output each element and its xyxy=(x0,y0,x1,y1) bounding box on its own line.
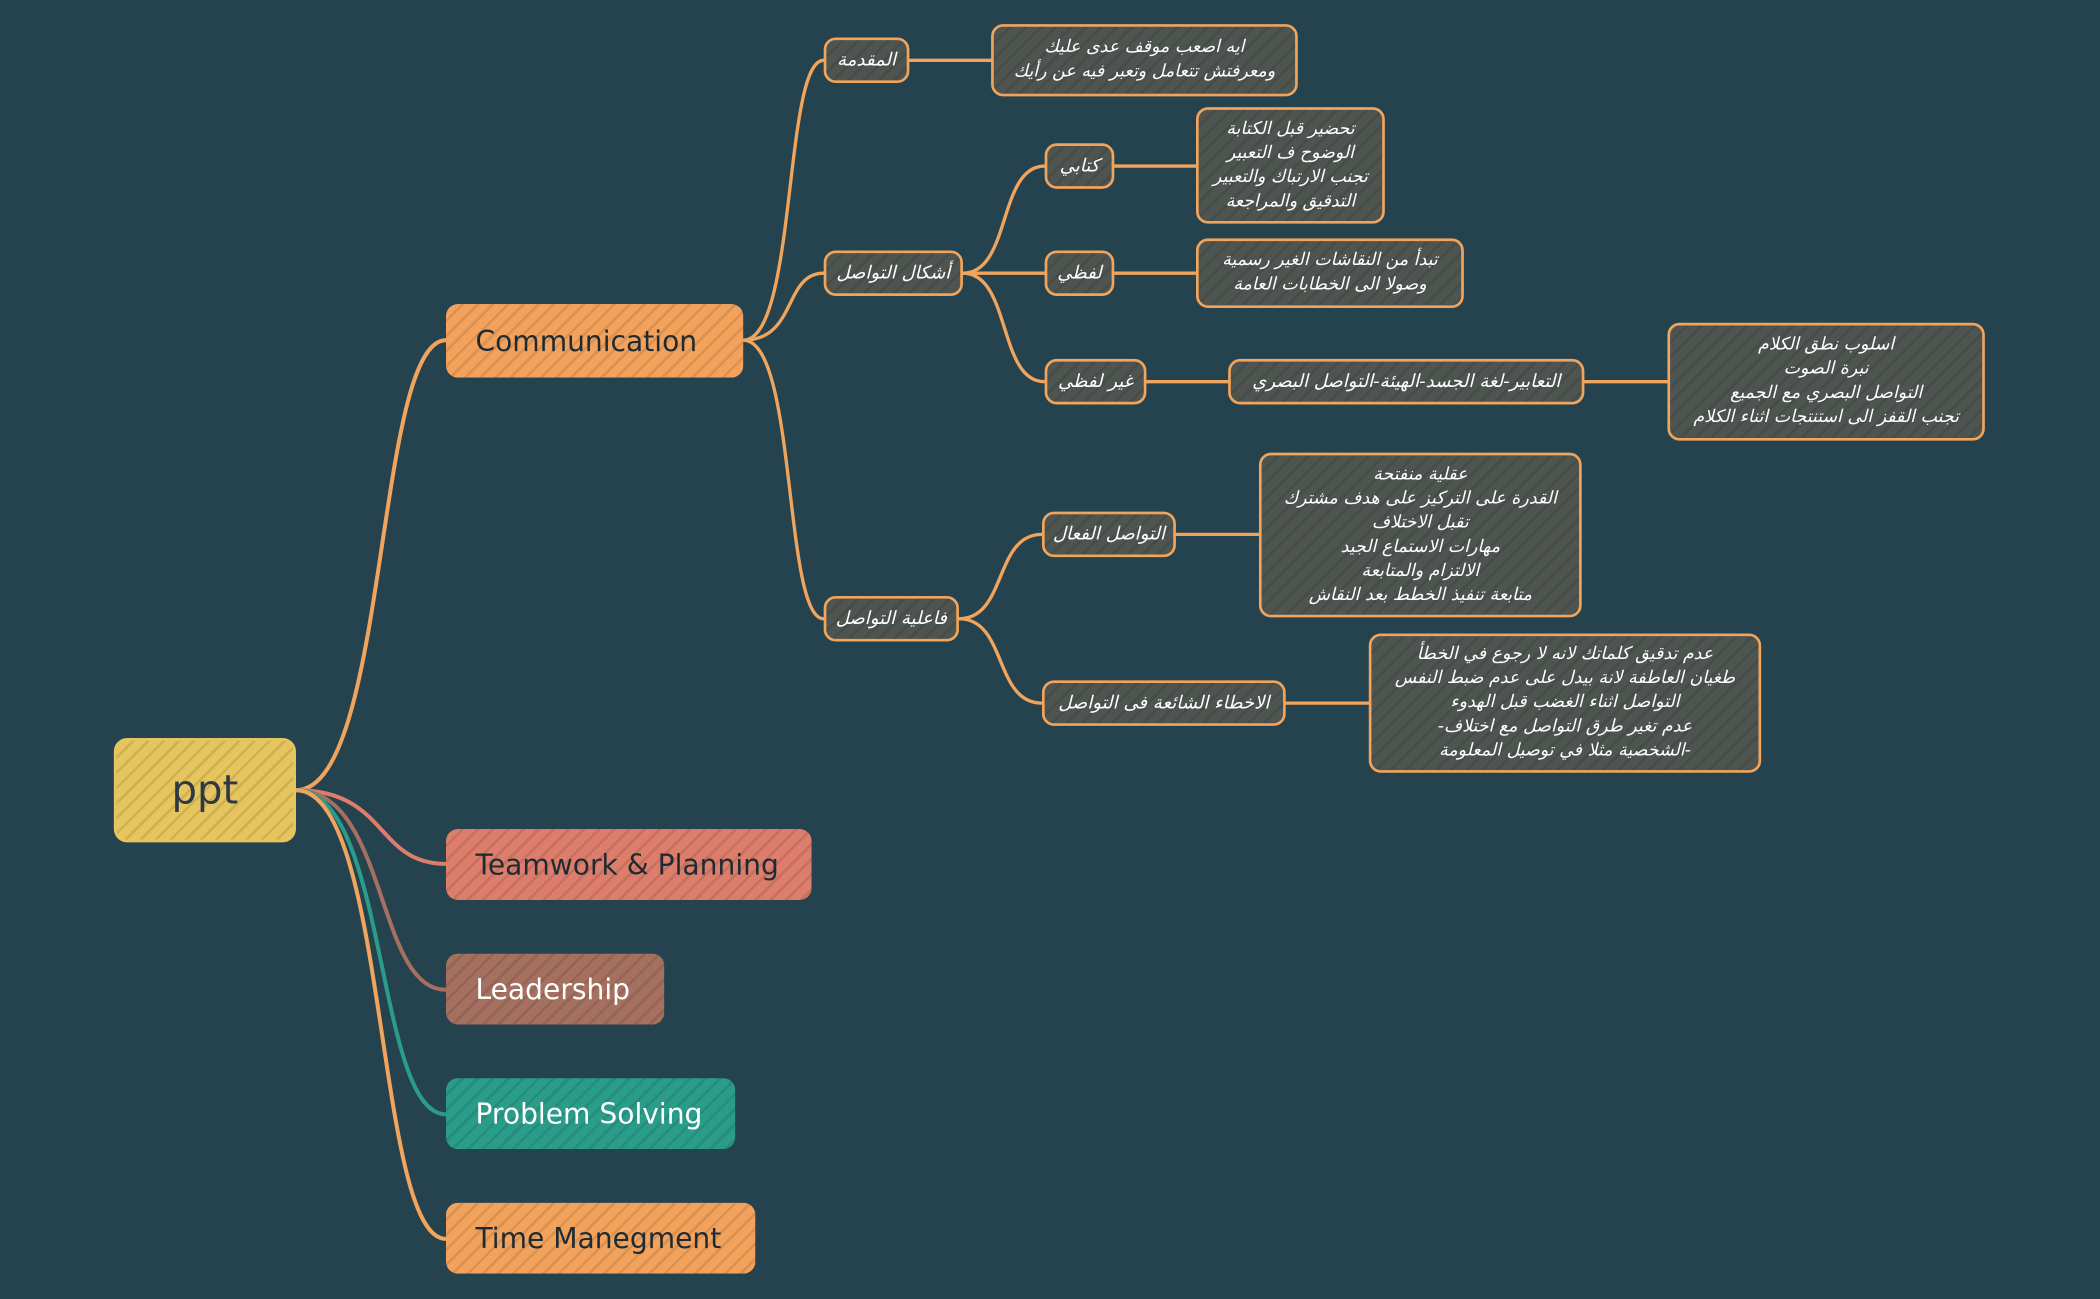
topic-communication-label: Communication xyxy=(475,324,698,357)
topic-communication[interactable]: Communication xyxy=(445,304,744,378)
link-eff-mistakes xyxy=(957,617,1044,705)
topic-leadership[interactable]: Leadership xyxy=(445,953,665,1025)
note-line: مهارات الاستماع الجيد xyxy=(1340,536,1501,557)
note-line: التواصل اثناء الغضب قبل الهدوء xyxy=(1450,692,1680,713)
link-eff-effective xyxy=(957,532,1044,621)
note-line: تحضير قبل الكتابة xyxy=(1226,118,1355,139)
note-line: الالتزام والمتابعة xyxy=(1361,560,1480,581)
note-line: اسلوب نطق الكلام xyxy=(1758,334,1895,355)
subtopic-effectiveness[interactable]: فاعلية التواصل xyxy=(823,595,959,642)
link-root-communication xyxy=(293,338,448,793)
subtopic-nonverbal-detail[interactable]: التعابير-لغة الجسد-الهيئة-التواصل البصري xyxy=(1228,358,1585,405)
link-root-teamwork xyxy=(293,788,448,866)
note-line: التدقيق والمراجعة xyxy=(1225,190,1356,211)
subtopic-verbal-label: لفظي xyxy=(1057,262,1102,284)
note-line: ايه اصعب موقف عدى عليك xyxy=(1044,37,1245,58)
topic-time-management-label: Time Manegment xyxy=(475,1222,722,1255)
subtopic-nonverbal-label: غير لفظي xyxy=(1057,370,1134,393)
subtopic-effective-communication[interactable]: التواصل الفعال xyxy=(1041,511,1176,558)
subtopic-nonverbal-detail-label: التعابير-لغة الجسد-الهيئة-التواصل البصري xyxy=(1252,370,1561,393)
note-line: وصولا الى الخطابات العامة xyxy=(1233,274,1427,295)
note-line: التواصل البصري مع الجميع xyxy=(1730,383,1923,404)
note-verbal[interactable]: تبدأ من النقاشات الغير رسمية وصولا الى ا… xyxy=(1195,238,1464,309)
note-line: تجنب القفز الى استنتجات اثناء الكلام xyxy=(1693,407,1959,428)
subtopic-written-label: كتابي xyxy=(1059,155,1100,177)
subtopic-forms[interactable]: أشكال التواصل xyxy=(823,250,963,296)
topic-problem-solving-label: Problem Solving xyxy=(475,1097,703,1130)
link-comm-forms xyxy=(741,271,826,342)
link-root-time-management xyxy=(293,788,448,1241)
link-comm-effectiveness xyxy=(741,338,826,621)
topic-teamwork-planning[interactable]: Teamwork & Planning xyxy=(445,829,812,901)
note-line: -الشخصية مثلا في توصيل المعلومة xyxy=(1439,740,1691,761)
note-line: ومعرفتش تتعامل وتعبر فيه عن رأيك xyxy=(1013,61,1276,82)
note-intro[interactable]: ايه اصعب موقف عدى عليك ومعرفتش تتعامل وت… xyxy=(991,24,1298,97)
subtopic-verbal[interactable]: لفظي xyxy=(1044,250,1115,296)
root-node[interactable]: ppt xyxy=(113,737,296,843)
topic-problem-solving[interactable]: Problem Solving xyxy=(445,1078,736,1150)
subtopic-effective-label: التواصل الفعال xyxy=(1052,523,1166,546)
topic-leadership-label: Leadership xyxy=(475,973,631,1006)
note-line: القدرة على التركيز على هدف مشترك xyxy=(1283,488,1557,509)
note-line: عدم تغير طرق التواصل مع اختلاف- xyxy=(1437,716,1693,737)
subtopic-written[interactable]: كتابي xyxy=(1044,143,1115,189)
subtopic-nonverbal[interactable]: غير لفظي xyxy=(1044,358,1147,405)
topic-teamwork-label: Teamwork & Planning xyxy=(475,848,779,881)
subtopic-intro[interactable]: المقدمة xyxy=(823,37,910,84)
subtopic-common-mistakes[interactable]: الاخطاء الشائعة فى التواصل xyxy=(1041,680,1286,726)
note-line: تقبل الاختلاف xyxy=(1371,512,1469,533)
note-line: تبدأ من النقاشات الغير رسمية xyxy=(1222,250,1438,271)
subtopic-mistakes-label: الاخطاء الشائعة فى التواصل xyxy=(1058,692,1270,714)
link-forms-nonverbal xyxy=(961,271,1047,384)
note-effective-communication[interactable]: عقلية منفتحة القدرة على التركيز على هدف … xyxy=(1258,452,1582,618)
link-comm-intro xyxy=(741,58,826,342)
note-line: متابعة تنفيذ الخطط بعد النقاش xyxy=(1308,584,1532,605)
link-forms-written xyxy=(961,164,1047,275)
note-line: نبرة الصوت xyxy=(1783,358,1869,380)
note-nonverbal[interactable]: اسلوب نطق الكلام نبرة الصوت التواصل البص… xyxy=(1667,322,1985,441)
topic-time-management[interactable]: Time Manegment xyxy=(445,1202,756,1274)
root-label: ppt xyxy=(171,766,239,814)
note-line: عقلية منفتحة xyxy=(1373,464,1468,485)
note-common-mistakes[interactable]: عدم تدقيق كلماتك لانه لا رجوع في الخطأ ط… xyxy=(1368,633,1762,773)
subtopic-forms-label: أشكال التواصل xyxy=(836,262,951,284)
subtopic-effectiveness-label: فاعلية التواصل xyxy=(835,608,947,630)
note-line: الوضوح ف التعبير xyxy=(1226,142,1355,163)
note-line: طغيان العاطفة لانة بيدل على عدم ضبط النف… xyxy=(1394,668,1736,689)
link-root-leadership xyxy=(293,788,448,992)
subtopic-intro-label: المقدمة xyxy=(837,49,897,71)
note-line: عدم تدقيق كلماتك لانه لا رجوع في الخطأ xyxy=(1416,644,1714,665)
note-line: تجنب الارتباك والتعبير xyxy=(1213,166,1368,187)
link-root-problem-solving xyxy=(293,788,448,1117)
note-written[interactable]: تحضير قبل الكتابة الوضوح ف التعبير تجنب … xyxy=(1195,107,1385,224)
